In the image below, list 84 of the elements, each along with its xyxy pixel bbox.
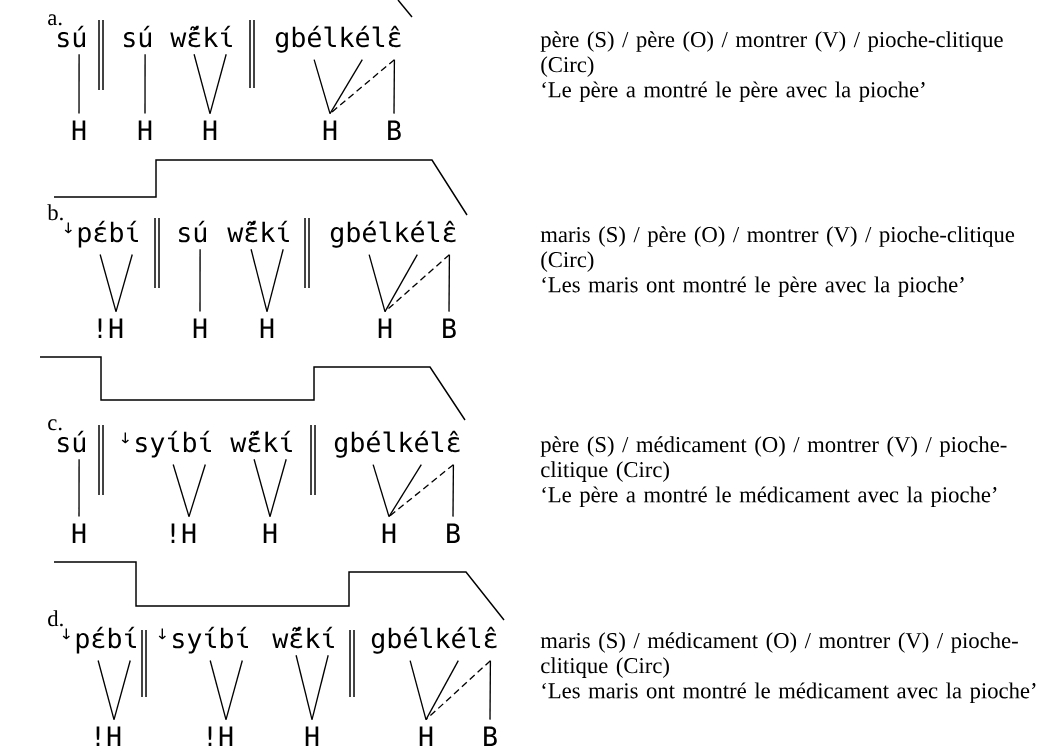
syllable-tier-word: sú [179,220,206,243]
syllable-tier-word: ꜜpɛ́bɩ́ [64,220,138,248]
translation-text: ‘Le père a montré le père avec la pioche’ [542,81,925,102]
syllable-tier-word: wɛ̃́kɩ́ [272,626,334,649]
tone-letter: H [203,120,217,140]
syllable-tier-word: sú [58,430,85,453]
tone-letter: !H [96,726,121,746]
gloss-text: père (S) / père (O) / montrer (V) / pioche-clitique (Circ) [540,31,1003,77]
association-line [295,654,313,721]
association-line [372,464,390,518]
syllable-tier-word: sú [124,25,151,48]
association-line [113,659,131,721]
example-letter: c. [48,419,62,431]
association-line [78,458,80,518]
association-line [388,464,455,518]
translation-text: ‘Les maris ont montré le père avec la pioche’ [542,276,964,297]
association-line [209,659,227,721]
association-line [489,660,492,721]
syllable-tier-word: ꜜsyɩ́bɩ́ [121,430,211,458]
association-line [99,253,117,313]
association-line [78,53,80,115]
association-line [313,59,331,115]
association-line [209,53,227,115]
example-letter: d. [48,610,63,627]
association-line [393,59,396,115]
tone-letter: H [138,120,152,140]
association-line [172,463,190,518]
gloss-text: maris (S) / père (O) / montrer (V) / pioche-clitique (Circ) [540,226,1015,272]
association-line [388,464,422,518]
association-line [384,254,418,313]
syllable-tier-word: wɛ̃́kɩ́ [227,220,289,243]
association-line [329,59,396,115]
syllable-tier-word: ꜜsyɩ́bɩ́ [158,626,248,654]
syllable-tier-word: sú [58,25,85,48]
association-line [311,654,329,721]
tone-letter: H [72,523,86,543]
syllable-tier-word: wɛ̃́kɩ́ [230,430,292,453]
association-line [250,248,268,313]
tone-letter: H [263,523,277,543]
tone-letter: H [382,523,396,543]
association-line [193,53,211,115]
tone-letter: !H [171,523,196,543]
syllable-tier-word: gbélkélɛ̂ [371,626,497,654]
syllable-tier-word: gbélkélɛ̂ [330,220,456,248]
association-line [425,660,492,721]
tone-letter: H [260,318,274,338]
association-line [144,53,146,115]
translation-text: ‘Le père a montré le médicament avec la pioche’ [542,486,997,507]
tone-letter: H [72,120,86,140]
gloss-text: maris (S) / médicament (O) / montrer (V) / pioche-clitique (Circ) [540,632,1018,678]
association-line [266,248,284,313]
gloss-text: père (S) / médicament (O) / montrer (V) / pioche-clitique (Circ) [540,436,1007,482]
tone-letter: B [447,523,460,543]
translation-text: ‘Les maris ont montré le médicament avec la pioche’ [542,682,1036,703]
tone-letter: H [419,726,433,746]
association-line [97,659,115,721]
tone-letter: !H [208,726,233,746]
association-line [269,458,287,518]
association-line [409,660,427,721]
example-letter: a. [48,14,62,26]
tone-letter: H [193,318,207,338]
association-line [452,464,455,518]
association-line [188,463,206,518]
association-line [329,59,363,115]
tone-letter: B [443,318,456,338]
tone-letter: H [323,120,337,140]
example-letter: b. [47,204,63,221]
association-line [115,253,133,313]
association-line [225,659,243,721]
tone-letter: B [388,120,401,140]
tone-letter: H [305,726,319,746]
tone-letter: H [378,318,392,338]
syllable-tier-word: gbélkélɛ̂ [275,25,401,53]
syllable-tier-word: gbélkélɛ̂ [334,430,460,458]
association-line [368,254,386,313]
association-line [425,660,459,721]
syllable-tier-word: wɛ̃́kɩ́ [170,25,232,48]
tone-letter: B [484,726,497,746]
tone-letter: !H [98,318,123,338]
association-line [384,254,451,313]
syllable-tier-word: ꜜpɛ́bɩ́ [62,626,136,654]
association-line [199,248,201,313]
association-line [253,458,271,518]
association-line [448,254,451,313]
